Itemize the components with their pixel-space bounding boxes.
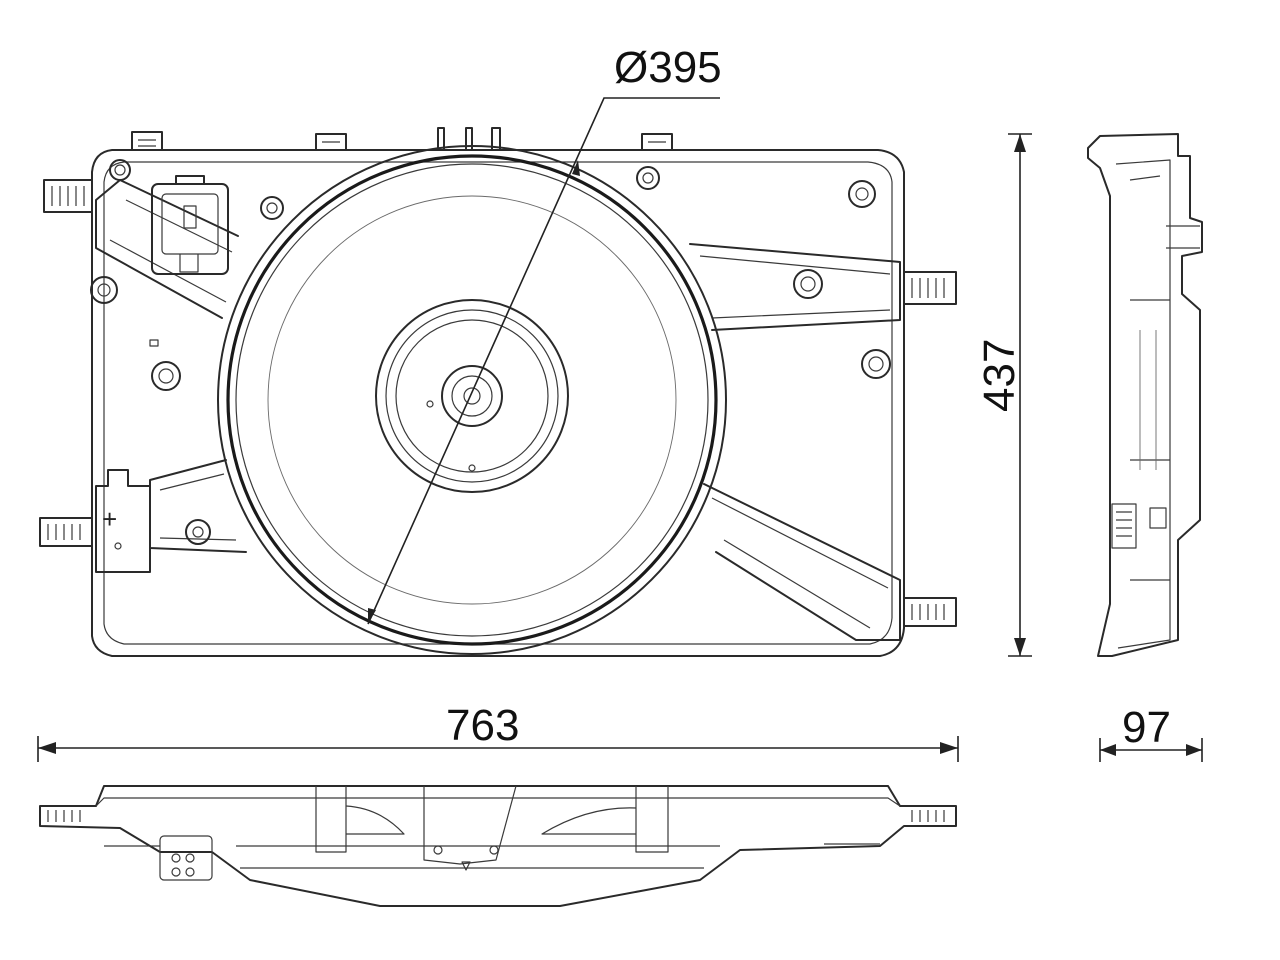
fan-outer-ring <box>217 145 727 655</box>
depth-label: 97 <box>1122 703 1171 752</box>
diameter-dimension: Ø395 <box>367 43 722 625</box>
right-latches <box>903 271 957 627</box>
polarity-connector: + <box>95 469 151 573</box>
top-mounting-clips <box>131 127 673 151</box>
shroud-frame <box>91 149 905 657</box>
shroud-frame-inner <box>103 161 893 645</box>
width-dimension: 763 <box>37 701 959 762</box>
fan-hub <box>441 365 503 427</box>
width-label: 763 <box>446 701 519 750</box>
fan-assembly <box>217 145 727 655</box>
electrical-connector-housing <box>151 175 229 275</box>
diameter-label: Ø395 <box>614 43 722 92</box>
polarity-plus-mark: + <box>102 504 117 534</box>
motor-housing <box>375 299 569 493</box>
support-struts <box>95 179 901 641</box>
left-latches <box>39 179 93 547</box>
height-dimension: 437 <box>975 133 1032 657</box>
mounting-bosses <box>90 159 891 545</box>
side-view <box>1087 133 1203 657</box>
top-view <box>39 785 957 907</box>
depth-dimension: 97 <box>1099 703 1203 762</box>
front-view: + <box>39 43 957 657</box>
height-label: 437 <box>975 339 1024 412</box>
